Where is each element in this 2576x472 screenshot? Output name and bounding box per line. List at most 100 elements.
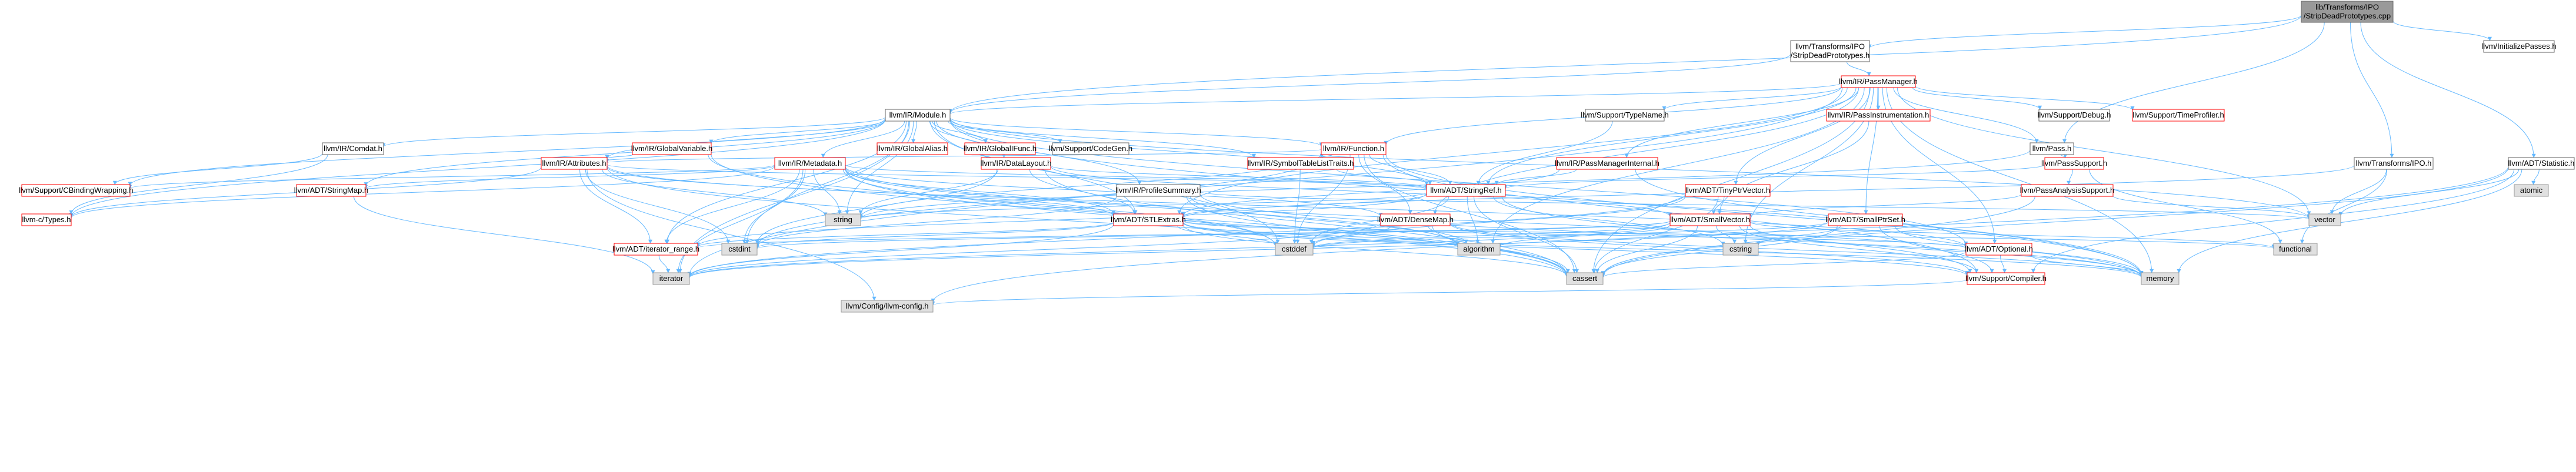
edge-stlextras-to-iterrange: [695, 222, 1114, 247]
node-label: llvm/ADT/TinyPtrVector.h: [1685, 186, 1770, 195]
node-stringmap[interactable]: llvm/ADT/StringMap.h: [294, 184, 368, 197]
node-statistic[interactable]: llvm/ADT/Statistic.h: [2508, 157, 2575, 170]
edge-root-to-initp: [2392, 21, 2492, 41]
edge-root-to-module: [948, 15, 2302, 113]
node-cstddef[interactable]: cstddef: [1275, 243, 1314, 256]
edge-passmgr-to-timeprof: [1915, 85, 2135, 111]
node-config[interactable]: llvm/Config/llvm-config.h: [841, 300, 934, 313]
node-sdp[interactable]: llvm/Transforms/IPO/StripDeadPrototypes.…: [1790, 40, 1870, 62]
edge-module-to-stringmap: [364, 119, 886, 187]
edge-module-to-cstddef: [934, 120, 1280, 244]
edge-passmgr-to-module: [948, 82, 1842, 115]
node-box: [1275, 243, 1314, 256]
node-tinyptr[interactable]: llvm/ADT/TinyPtrVector.h: [1685, 184, 1771, 197]
node-attrs[interactable]: llvm/IR/Attributes.h: [541, 157, 608, 170]
node-passinstr[interactable]: llvm/IR/PassInstrumentation.h: [1826, 109, 1931, 122]
node-box: [2021, 184, 2114, 197]
edge-module-to-symtab: [949, 119, 1256, 158]
node-passsupport[interactable]: llvm/PassSupport.h: [2041, 157, 2107, 170]
node-typename[interactable]: llvm/Support/TypeName.h: [1581, 109, 1669, 122]
node-root[interactable]: lib/Transforms/IPO/StripDeadPrototypes.c…: [2301, 1, 2394, 23]
node-box: [2301, 1, 2394, 23]
node-datalayout[interactable]: llvm/IR/DataLayout.h: [981, 157, 1052, 170]
node-timeprof[interactable]: llvm/Support/TimeProfiler.h: [2132, 109, 2225, 122]
node-module[interactable]: llvm/IR/Module.h: [885, 109, 951, 122]
edge-pass-to-passsupport: [2060, 153, 2068, 158]
node-algorithm[interactable]: algorithm: [1457, 243, 1501, 256]
node-pass[interactable]: llvm/Pass.h: [2030, 142, 2074, 155]
node-memory[interactable]: memory: [2141, 272, 2180, 285]
node-initp[interactable]: llvm/InitializePasses.h: [2481, 40, 2557, 53]
node-label: algorithm: [1463, 245, 1494, 253]
edge-smallptrset-to-cstring: [1756, 225, 1841, 246]
node-box: [2354, 157, 2434, 170]
node-codegen[interactable]: llvm/Support/CodeGen.h: [1049, 142, 1132, 155]
edge-symtab-to-cstddef: [1292, 169, 1301, 244]
node-comdat[interactable]: llvm/IR/Comdat.h: [322, 142, 384, 155]
node-box: [1566, 272, 1604, 285]
node-label: iterator: [659, 274, 684, 283]
node-compiler[interactable]: llvm/Support/Compiler.h: [1965, 272, 2047, 285]
edge-passmgr-to-typename: [1662, 86, 1842, 111]
node-gfunc[interactable]: llvm/IR/GlobalIFunc.h: [964, 142, 1037, 155]
node-label: llvm/Support/TimeProfiler.h: [2132, 111, 2224, 119]
edge-densemap-to-compiler: [1449, 223, 1970, 276]
edge-smallptrset-to-cassert: [1601, 225, 1838, 276]
node-label: llvm/IR/PassInstrumentation.h: [1828, 111, 1929, 119]
node-box: [1556, 157, 1658, 170]
node-iterator[interactable]: iterator: [652, 272, 690, 285]
node-iterrange[interactable]: llvm/ADT/iterator_range.h: [612, 243, 699, 256]
node-box: [2483, 40, 2555, 53]
node-smallptrset[interactable]: llvm/ADT/SmallPtrSet.h: [1825, 213, 1905, 226]
node-gvar[interactable]: llvm/IR/GlobalVariable.h: [631, 142, 712, 155]
node-optional[interactable]: llvm/ADT/Optional.h: [1965, 243, 2033, 256]
node-box: [885, 109, 951, 122]
node-label: llvm/ADT/DenseMap.h: [1377, 215, 1454, 224]
node-box: [614, 243, 698, 256]
node-box: [964, 142, 1036, 155]
node-smallvector[interactable]: llvm/ADT/SmallVector.h: [1669, 213, 1751, 226]
edge-stringref-to-cassert: [1474, 196, 1579, 273]
node-box: [1052, 142, 1129, 155]
edge-smallvector-to-functional: [1749, 221, 2276, 249]
edge-metadata-to-cbinding: [128, 164, 775, 189]
node-label: llvm/PassSupport.h: [2041, 159, 2107, 168]
edge-comdat-to-cbinding: [112, 153, 323, 185]
node-label: lib/Transforms/IPO: [2315, 3, 2379, 12]
node-ctypes[interactable]: llvm-c/Types.h: [21, 213, 72, 226]
edge-statistic-to-cassert: [1601, 167, 2509, 277]
node-symtab[interactable]: llvm/IR/SymbolTableListTraits.h: [1247, 157, 1354, 170]
node-debug[interactable]: llvm/Support/Debug.h: [2037, 109, 2111, 122]
node-pass_analysis[interactable]: llvm/PassAnalysisSupport.h: [2020, 184, 2114, 197]
node-ipo[interactable]: llvm/Transforms/IPO.h: [2354, 157, 2434, 170]
node-cbinding[interactable]: llvm/Support/CBindingWrapping.h: [19, 184, 134, 197]
node-label: string: [834, 215, 852, 224]
node-functional[interactable]: functional: [2273, 243, 2318, 256]
node-galias[interactable]: llvm/IR/GlobalAlias.h: [877, 142, 948, 155]
node-passmgr[interactable]: llvm/IR/PassManager.h: [1839, 75, 1918, 88]
node-stlextras[interactable]: llvm/ADT/STLExtras.h: [1111, 213, 1186, 226]
node-function[interactable]: llvm/IR/Function.h: [1321, 142, 1387, 155]
edge-root-to-sdp: [1867, 15, 2302, 49]
node-pmi[interactable]: llvm/IR/PassManagerInternal.h: [1555, 157, 1659, 170]
node-densemap[interactable]: llvm/ADT/DenseMap.h: [1377, 213, 1454, 226]
node-box: [322, 142, 384, 155]
node-cstring[interactable]: cstring: [1722, 243, 1759, 256]
node-label: llvm/IR/Comdat.h: [324, 144, 382, 153]
node-label: llvm/Transforms/IPO: [1795, 42, 1865, 51]
node-box: [841, 300, 934, 313]
node-box: [774, 157, 846, 170]
node-atomic[interactable]: atomic: [2514, 184, 2549, 197]
edge-stlextras-to-cstdint: [755, 222, 1114, 249]
edge-datalayout-to-cstdint: [755, 169, 998, 245]
node-vector[interactable]: vector: [2308, 213, 2341, 226]
node-profsum[interactable]: llvm/IR/ProfileSummary.h: [1115, 184, 1201, 197]
edge-comdat-to-ctypes: [69, 154, 328, 215]
node-string[interactable]: string: [825, 213, 861, 226]
node-cassert[interactable]: cassert: [1566, 272, 1604, 285]
edge-statistic-to-memory: [2177, 169, 2522, 273]
node-metadata[interactable]: llvm/IR/Metadata.h: [774, 157, 846, 170]
edge-passsupport-to-functional: [2089, 169, 2282, 244]
node-stringref[interactable]: llvm/ADT/StringRef.h: [1426, 184, 1506, 197]
node-cstdint[interactable]: cstdint: [721, 243, 758, 256]
